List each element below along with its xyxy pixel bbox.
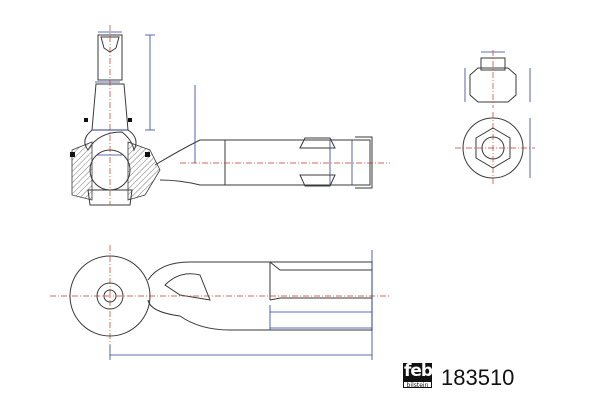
side-view — [70, 25, 390, 206]
part-number: 183510 — [441, 365, 515, 390]
logo-brand-top: febi — [404, 361, 438, 381]
febi-bilstein-logo: febi bilstein — [403, 361, 438, 389]
plan-view — [50, 245, 390, 360]
nut-views — [455, 50, 535, 184]
logo-brand-bottom: bilstein — [403, 381, 432, 389]
